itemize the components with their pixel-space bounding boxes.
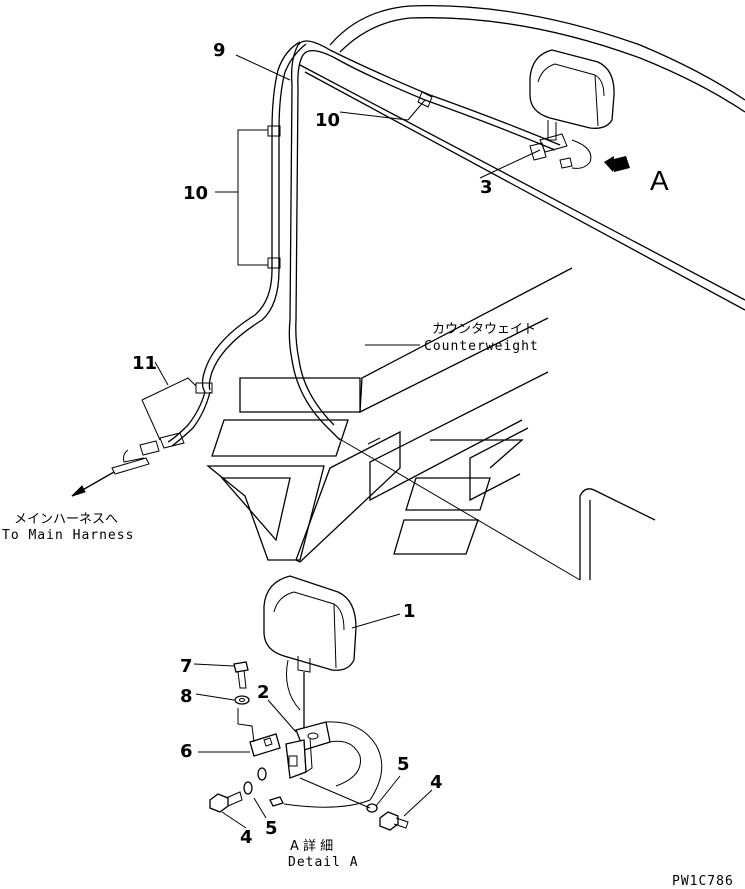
bolt-7 xyxy=(233,661,249,689)
callout-11: 11 xyxy=(132,353,157,374)
callout-4-left: 4 xyxy=(240,827,253,848)
work-lamp-detail xyxy=(263,575,357,730)
detail-a-label-jp: A 詳 細 xyxy=(290,838,333,854)
callout-10-top: 10 xyxy=(315,110,340,131)
drawing-code: PW1C786 xyxy=(672,874,734,889)
callout-5-bottom: 5 xyxy=(265,818,278,839)
mount-bracket-2 xyxy=(283,721,383,808)
callout-2: 2 xyxy=(257,682,270,703)
callout-1: 1 xyxy=(403,601,416,622)
callout-4-right: 4 xyxy=(430,772,443,793)
callouts: 9 10 10 11 3 1 2 7 8 6 5 4 4 5 xyxy=(132,40,493,848)
work-lamp-top xyxy=(479,49,615,179)
machine-body-outline xyxy=(299,5,745,311)
callout-8: 8 xyxy=(180,686,193,707)
counterweight-corner xyxy=(579,488,656,580)
callout-5-right: 5 xyxy=(397,754,410,775)
callout-bracket-11 xyxy=(141,361,197,441)
counterweight-label-en: Counterweight xyxy=(424,339,539,354)
main-harness-label-jp: メインハーネスへ xyxy=(14,512,118,527)
wiring-harness xyxy=(71,40,561,497)
callout-10-left: 10 xyxy=(183,183,208,204)
detail-a-label-en: Detail A xyxy=(288,855,359,870)
washer-5-left xyxy=(243,767,267,795)
text-labels: カウンタウェイト Counterweight メインハーネスへ To Main … xyxy=(2,322,734,889)
washer-8 xyxy=(234,695,250,705)
counterweight-label-jp: カウンタウェイト xyxy=(432,322,536,337)
plate-6 xyxy=(237,708,281,757)
view-arrow-a: A xyxy=(604,156,669,196)
callout-bracket-10 xyxy=(215,129,268,266)
callout-6: 6 xyxy=(180,741,193,762)
callout-7: 7 xyxy=(180,656,193,677)
callout-9: 9 xyxy=(213,40,226,61)
view-marker-label: A xyxy=(650,165,669,196)
bolt-4-left xyxy=(209,791,243,813)
nut-small xyxy=(269,796,284,807)
washer-5-right xyxy=(366,803,378,813)
counterweight-logo xyxy=(206,267,581,581)
leader-lines xyxy=(193,54,433,829)
callout-3: 3 xyxy=(480,177,493,198)
main-harness-label-en: To Main Harness xyxy=(2,528,134,543)
bolt-4-right xyxy=(379,811,409,831)
